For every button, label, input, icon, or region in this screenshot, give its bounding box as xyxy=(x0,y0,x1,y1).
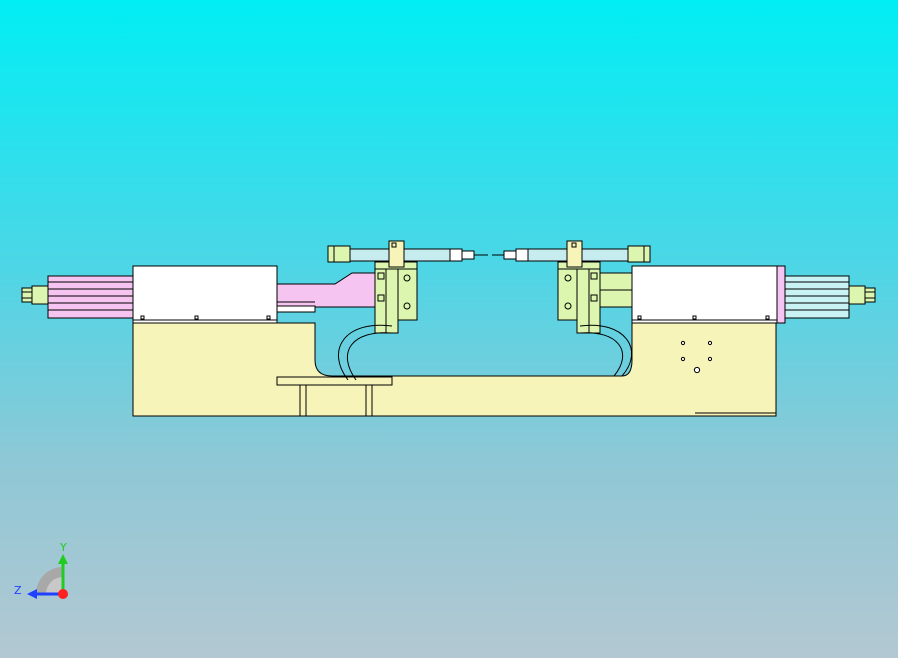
left-housing xyxy=(132,265,278,324)
right-rod xyxy=(492,240,651,268)
left-hose xyxy=(338,324,393,381)
right-cylinder xyxy=(776,265,850,324)
triad-y-label: Y xyxy=(59,541,67,554)
left-arm xyxy=(276,272,376,313)
bolt-holes xyxy=(680,340,713,374)
left-cylinder xyxy=(47,275,134,319)
right-bracket xyxy=(557,261,601,334)
base-plate xyxy=(132,322,777,417)
right-arm xyxy=(599,272,633,308)
right-end-nut xyxy=(848,285,876,305)
z-axis-arrowhead xyxy=(27,589,37,599)
left-rod xyxy=(327,240,488,268)
right-hose xyxy=(579,324,633,377)
y-axis-arrowhead xyxy=(58,554,68,564)
support-frame xyxy=(276,376,393,416)
right-housing xyxy=(631,265,778,324)
coordinate-triad[interactable]: Y Z xyxy=(14,541,68,599)
triad-z-label: Z xyxy=(14,584,22,597)
left-bracket xyxy=(374,261,418,334)
x-axis-dot xyxy=(58,589,68,599)
left-end-nut xyxy=(21,285,49,305)
